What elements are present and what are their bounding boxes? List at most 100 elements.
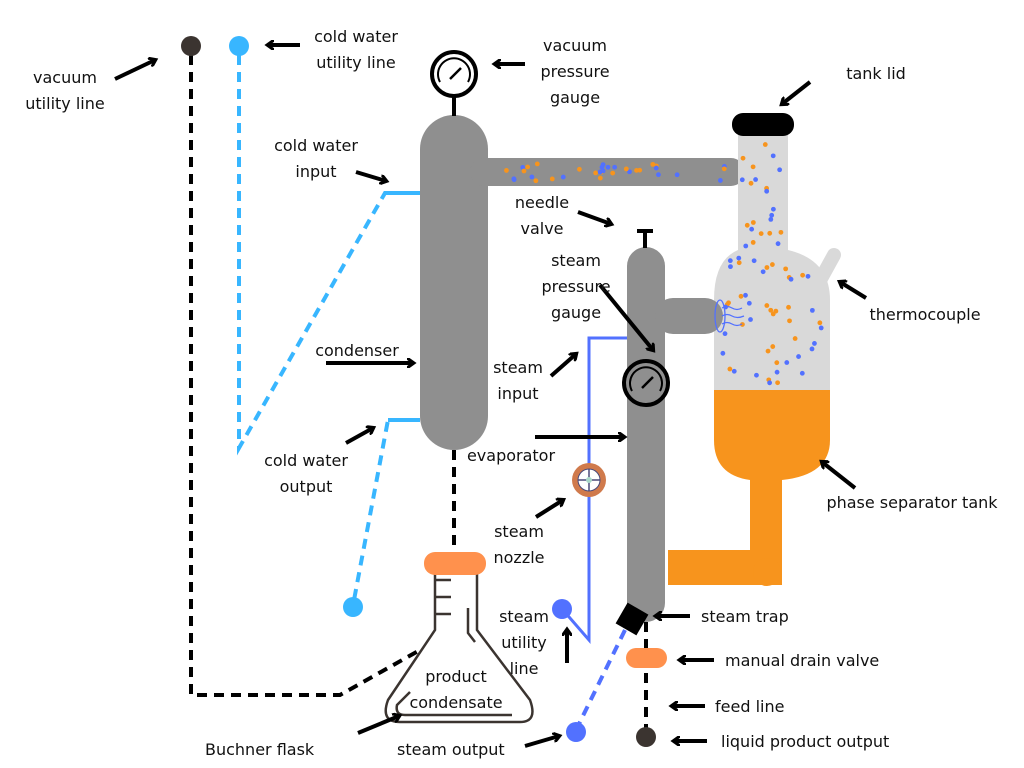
cold-water-output-line xyxy=(352,418,420,601)
particle xyxy=(786,304,791,310)
particle xyxy=(749,226,755,232)
liquid-product-output-port[interactable] xyxy=(636,727,656,747)
steam-output-port[interactable] xyxy=(566,722,586,742)
particle xyxy=(770,344,776,349)
particle xyxy=(768,307,774,313)
particle xyxy=(738,293,744,299)
label-condenser: condenser xyxy=(315,341,399,360)
particle xyxy=(765,348,771,354)
vapor-particles xyxy=(504,161,727,184)
vacuum-pressure-gauge[interactable] xyxy=(430,50,478,98)
particle xyxy=(717,178,723,183)
particle xyxy=(787,318,792,324)
label-manual-drain-valve: manual drain valve xyxy=(725,651,879,670)
particle xyxy=(748,180,754,186)
label-buchner-flask: Buchner flask xyxy=(205,740,315,759)
vacuum-utility-port[interactable] xyxy=(181,36,201,56)
tank-particles xyxy=(720,142,824,386)
particle xyxy=(593,170,599,176)
particle xyxy=(770,206,776,212)
particle xyxy=(774,360,780,366)
particle xyxy=(653,165,659,171)
manual-drain-valve[interactable] xyxy=(626,648,667,668)
particle xyxy=(720,350,726,356)
particle xyxy=(748,317,753,322)
particle xyxy=(529,174,535,180)
particle xyxy=(769,262,775,267)
particle xyxy=(754,372,759,378)
particle xyxy=(778,229,784,235)
label-thermocouple: thermocouple xyxy=(869,305,980,324)
particle xyxy=(812,341,817,346)
particle xyxy=(769,212,775,218)
particle xyxy=(743,292,748,298)
steam-pressure-gauge[interactable] xyxy=(622,359,670,407)
thermocouple[interactable] xyxy=(805,248,841,302)
particle xyxy=(764,188,770,194)
particle xyxy=(751,258,757,264)
particle xyxy=(731,368,737,374)
steam-utility-port[interactable] xyxy=(552,599,572,619)
evaporator[interactable] xyxy=(627,247,665,622)
particle xyxy=(736,255,742,261)
label-evaporator: evaporator xyxy=(467,446,556,465)
particle xyxy=(792,336,798,341)
particle xyxy=(549,176,555,182)
label-phase-separator-tank: phase separator tank xyxy=(826,493,998,512)
particle xyxy=(727,366,733,372)
flask-stopper[interactable] xyxy=(424,552,486,575)
particle xyxy=(800,272,806,278)
steam-output-line xyxy=(575,629,627,729)
evaporator-side-arm xyxy=(655,298,723,334)
particle xyxy=(818,325,824,331)
particle xyxy=(656,172,661,178)
needle-valve[interactable] xyxy=(637,229,653,248)
particle xyxy=(750,240,756,245)
particle xyxy=(533,178,539,184)
particle xyxy=(736,260,742,266)
particle xyxy=(758,231,764,236)
particle xyxy=(674,172,680,178)
particle xyxy=(775,241,781,247)
particle xyxy=(762,142,768,147)
particle xyxy=(809,307,815,313)
particle xyxy=(784,360,790,365)
particle xyxy=(799,370,805,376)
cold-water-utility-port[interactable] xyxy=(229,36,249,56)
particle xyxy=(577,166,582,172)
particle xyxy=(623,166,629,172)
particle xyxy=(809,346,815,352)
condenser[interactable] xyxy=(420,115,488,450)
particle xyxy=(788,276,794,282)
particle xyxy=(560,174,566,180)
particle xyxy=(520,164,526,170)
particle xyxy=(740,322,745,327)
tank-lid[interactable] xyxy=(732,113,794,136)
particle xyxy=(760,269,766,275)
steam-trap[interactable] xyxy=(615,602,649,636)
particle xyxy=(750,164,756,170)
steam-nozzle[interactable] xyxy=(572,463,606,497)
particle xyxy=(721,166,727,172)
particle xyxy=(637,167,643,173)
cold-water-output-port[interactable] xyxy=(343,597,363,617)
phase-separator-tank[interactable] xyxy=(668,135,841,586)
particle xyxy=(728,264,733,270)
particle xyxy=(612,164,618,170)
vapor-pipe xyxy=(470,158,745,186)
particle xyxy=(767,230,773,236)
particle xyxy=(605,164,611,170)
particle xyxy=(777,167,783,173)
particle xyxy=(750,220,756,225)
label-steam-output: steam output xyxy=(397,740,505,759)
